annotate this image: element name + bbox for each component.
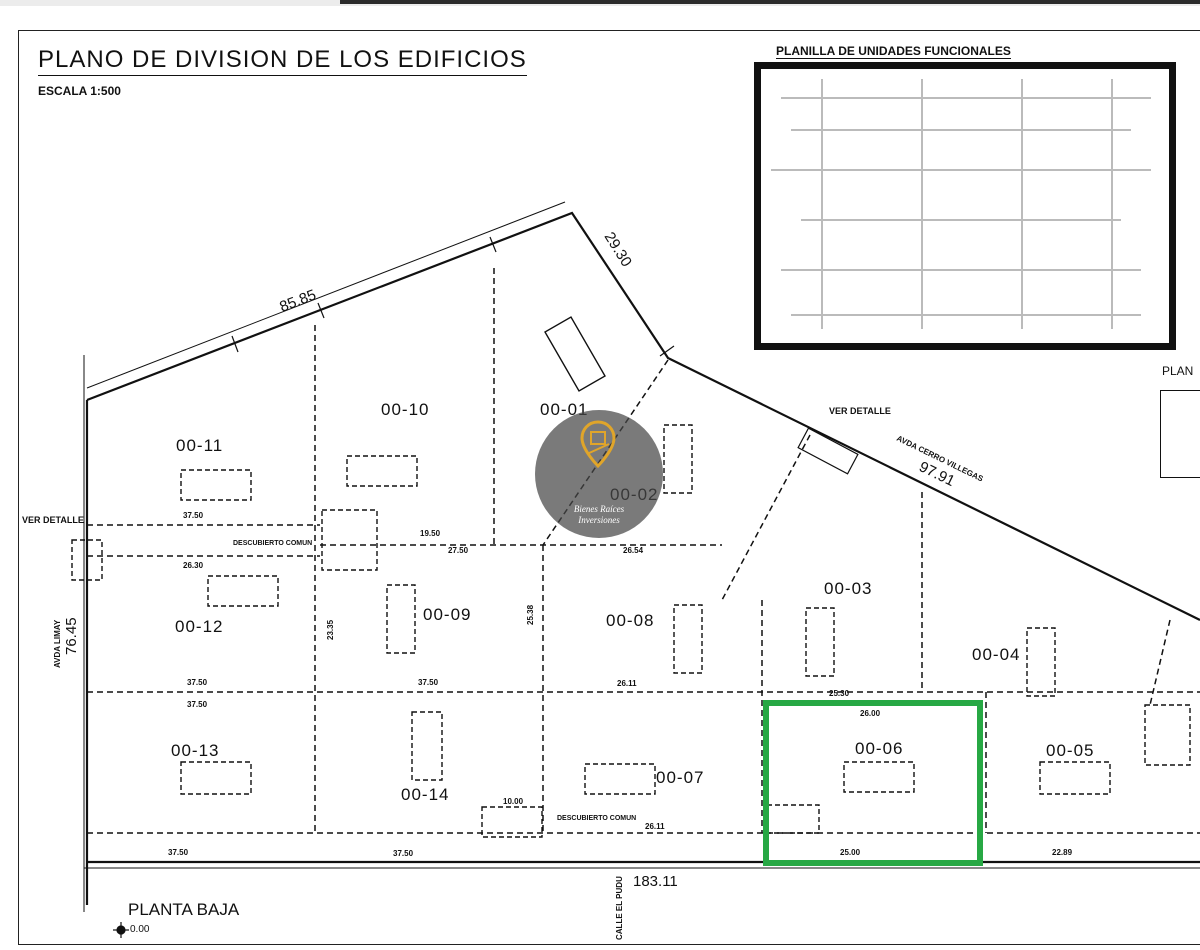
- dim-label: 25.38: [526, 604, 535, 625]
- lot-label-00-10: 00-10: [381, 400, 429, 419]
- dim-label: 26.30: [183, 561, 204, 570]
- drawing-sheet-frame: [18, 30, 1200, 945]
- floor-label: PLANTA BAJA: [128, 900, 240, 919]
- lot-label-00-03: 00-03: [824, 579, 872, 598]
- page-title: PLANO DE DIVISION DE LOS EDIFICIOS: [38, 46, 527, 76]
- partial-dimensions: 37.50 26.30 37.50 37.50 37.50 37.50 37.5…: [168, 511, 1073, 858]
- plan-notes: VER DETALLE VER DETALLE DESCUBIERTO COMU…: [22, 406, 891, 822]
- dim-label: 37.50: [187, 700, 208, 709]
- dim-north: 85.85: [277, 286, 318, 315]
- lot-label-00-08: 00-08: [606, 611, 654, 630]
- dim-label: 23.35: [326, 619, 335, 640]
- lot-label-00-07: 00-07: [656, 768, 704, 787]
- lot-label-00-14: 00-14: [401, 785, 449, 804]
- lot-label-00-13: 00-13: [171, 741, 219, 760]
- dim-label: 37.50: [393, 849, 414, 858]
- dim-label: 25.00: [840, 848, 861, 857]
- ver-detalle-box-east: [797, 427, 859, 475]
- dim-label: 10.00: [503, 797, 524, 806]
- lot-label-00-11: 00-11: [176, 436, 223, 455]
- note-descubierto-comun-1: DESCUBIERTO COMUN: [233, 540, 312, 547]
- edge-plan-box: [1160, 390, 1200, 478]
- lot-label-00-05: 00-05: [1046, 741, 1094, 760]
- edge-plan-label: PLAN: [1162, 364, 1194, 378]
- parcel-boundary: [86, 211, 1200, 621]
- functional-units-table: [754, 62, 1176, 350]
- dim-label: 26.00: [860, 709, 881, 718]
- parcel-boundary-north-inner: [86, 201, 566, 389]
- building-00-01: [544, 316, 606, 392]
- lot-label-00-06: 00-06: [855, 739, 903, 758]
- building-footprints: [71, 424, 1191, 838]
- lot-label-00-09: 00-09: [423, 605, 471, 624]
- note-ver-detalle-west: VER DETALLE: [22, 515, 84, 525]
- logo-text: Bienes Raíces Inversiones: [573, 504, 625, 525]
- highlight-lot-00-06: [763, 700, 983, 866]
- functional-units-table-title: PLANILLA DE UNIDADES FUNCIONALES: [776, 44, 1011, 59]
- dim-label: 37.50: [187, 678, 208, 687]
- dim-south: 183.11: [633, 873, 678, 890]
- dim-label: 37.50: [418, 678, 439, 687]
- level-label: 0.00: [130, 924, 150, 935]
- dim-label: 19.50: [420, 529, 441, 538]
- dim-label: 22.89: [1052, 848, 1073, 857]
- dim-label: 26.54: [623, 546, 644, 555]
- note-ver-detalle-east: VER DETALLE: [829, 406, 891, 416]
- watermark-logo: Bienes Raíces Inversiones: [535, 410, 663, 538]
- lot-label-00-04: 00-04: [972, 645, 1020, 664]
- dim-west: 76.45: [63, 617, 80, 655]
- top-bar-strip: [340, 0, 1200, 4]
- location-pin-icon: [580, 420, 616, 469]
- level-marker-icon: [113, 922, 129, 938]
- boundary-ticks: [231, 236, 675, 357]
- scale-label: ESCALA 1:500: [38, 84, 121, 98]
- dim-label: 37.50: [168, 848, 189, 857]
- dim-label: 25.30: [829, 689, 850, 698]
- street-calle-el-pudu: CALLE EL PUDU: [615, 876, 624, 940]
- dim-label: 26.11: [645, 822, 665, 831]
- dim-label: 27.50: [448, 546, 469, 555]
- dim-label: 26.11: [617, 679, 637, 688]
- dim-label: 37.50: [183, 511, 204, 520]
- street-avda-limay: AVDA LIMAY: [53, 619, 62, 668]
- note-descubierto-comun-2: DESCUBIERTO COMUN: [557, 815, 636, 822]
- lot-division-lines: [87, 268, 1200, 834]
- lot-label-00-12: 00-12: [175, 617, 223, 636]
